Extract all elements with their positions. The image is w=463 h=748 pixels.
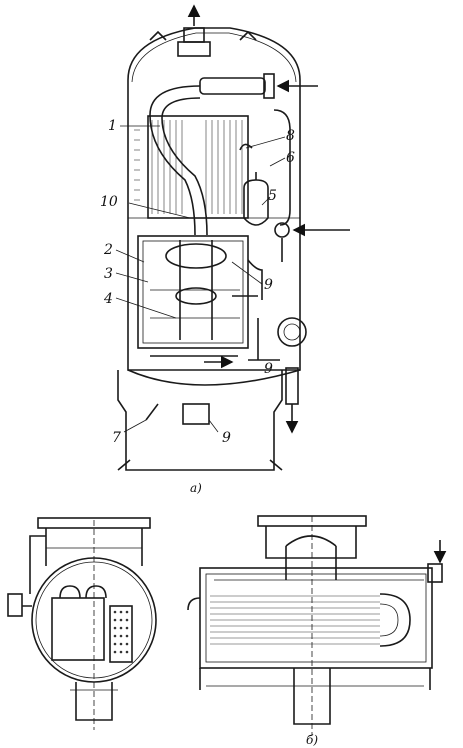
callout-5: 5 <box>268 188 277 204</box>
skirt-feet <box>117 459 283 471</box>
side-view-u-bend-inner <box>379 603 399 637</box>
level-indicator-inner <box>283 323 301 341</box>
end-view-side-pipe <box>29 535 46 566</box>
callout-9-flange: 9 <box>222 430 231 446</box>
header-pipe <box>199 77 266 95</box>
end-view-tube-sheet <box>109 605 133 663</box>
three-way-valve <box>274 222 290 238</box>
liquid-level-dashes <box>134 129 140 201</box>
vapor-tube-outer <box>149 85 201 236</box>
side-view-tube-lines <box>210 595 380 645</box>
top-nozzle-flange <box>177 41 211 57</box>
callout-4: 4 <box>103 291 113 307</box>
end-view-top-flange <box>37 517 151 529</box>
caption-b: б) <box>306 733 318 747</box>
bottom-head <box>127 369 301 386</box>
inner-dome-mid <box>175 287 217 305</box>
pipe-9-upper <box>247 259 263 300</box>
tube-bundle-hatch <box>151 120 243 214</box>
shell-inner-top <box>131 32 297 83</box>
callout-10: 10 <box>100 194 118 210</box>
top-nozzle <box>183 27 205 43</box>
end-view-neck <box>45 528 143 566</box>
caption-a: а) <box>190 481 202 495</box>
level-indicator <box>277 317 307 347</box>
end-view <box>7 517 157 730</box>
end-view-valve-pipe <box>22 566 32 607</box>
callout-3: 3 <box>104 266 113 282</box>
bottom-flange <box>182 403 210 425</box>
shell-outline <box>127 27 301 371</box>
side-view-legs <box>199 668 431 690</box>
vertical-heat-exchanger-view <box>115 4 350 471</box>
inner-vessel-wall <box>142 240 244 344</box>
drain-valve-stem <box>145 403 159 421</box>
callout-1: 1 <box>108 118 117 134</box>
end-view-side-valve <box>7 593 23 617</box>
callout-6: 6 <box>286 150 295 166</box>
callout-9-pipe: 9 <box>264 277 273 293</box>
tube-sheet-dots <box>113 610 129 654</box>
header-flange <box>263 73 275 99</box>
side-view-shell-inner <box>205 573 427 663</box>
lifting-lug-right <box>239 30 257 41</box>
callout-8: 8 <box>286 128 295 144</box>
side-view <box>187 515 447 735</box>
side-view-dome <box>285 535 337 547</box>
vapor-tube-inner <box>161 97 208 236</box>
side-view-dome-walls <box>285 546 337 580</box>
callout-7: 7 <box>112 430 121 446</box>
end-view-elbow-right <box>85 585 107 599</box>
callout-2: 2 <box>103 242 113 258</box>
side-view-inlet-flange <box>427 563 443 583</box>
support-skirt <box>117 370 283 471</box>
side-view-neck <box>265 526 357 559</box>
side-view-shell <box>199 567 433 669</box>
leader-lines <box>115 125 286 433</box>
lifting-lug-left <box>149 30 167 41</box>
side-view-u-bend-outer <box>379 593 411 647</box>
inner-vessel <box>137 235 249 349</box>
callout-9-indicator: 9 <box>264 361 273 377</box>
end-view-elbow-left <box>59 585 81 599</box>
end-view-plate <box>51 597 105 661</box>
side-view-left-elbow <box>187 597 201 611</box>
inner-dome-top <box>165 243 227 269</box>
separator-vessel <box>243 179 269 226</box>
